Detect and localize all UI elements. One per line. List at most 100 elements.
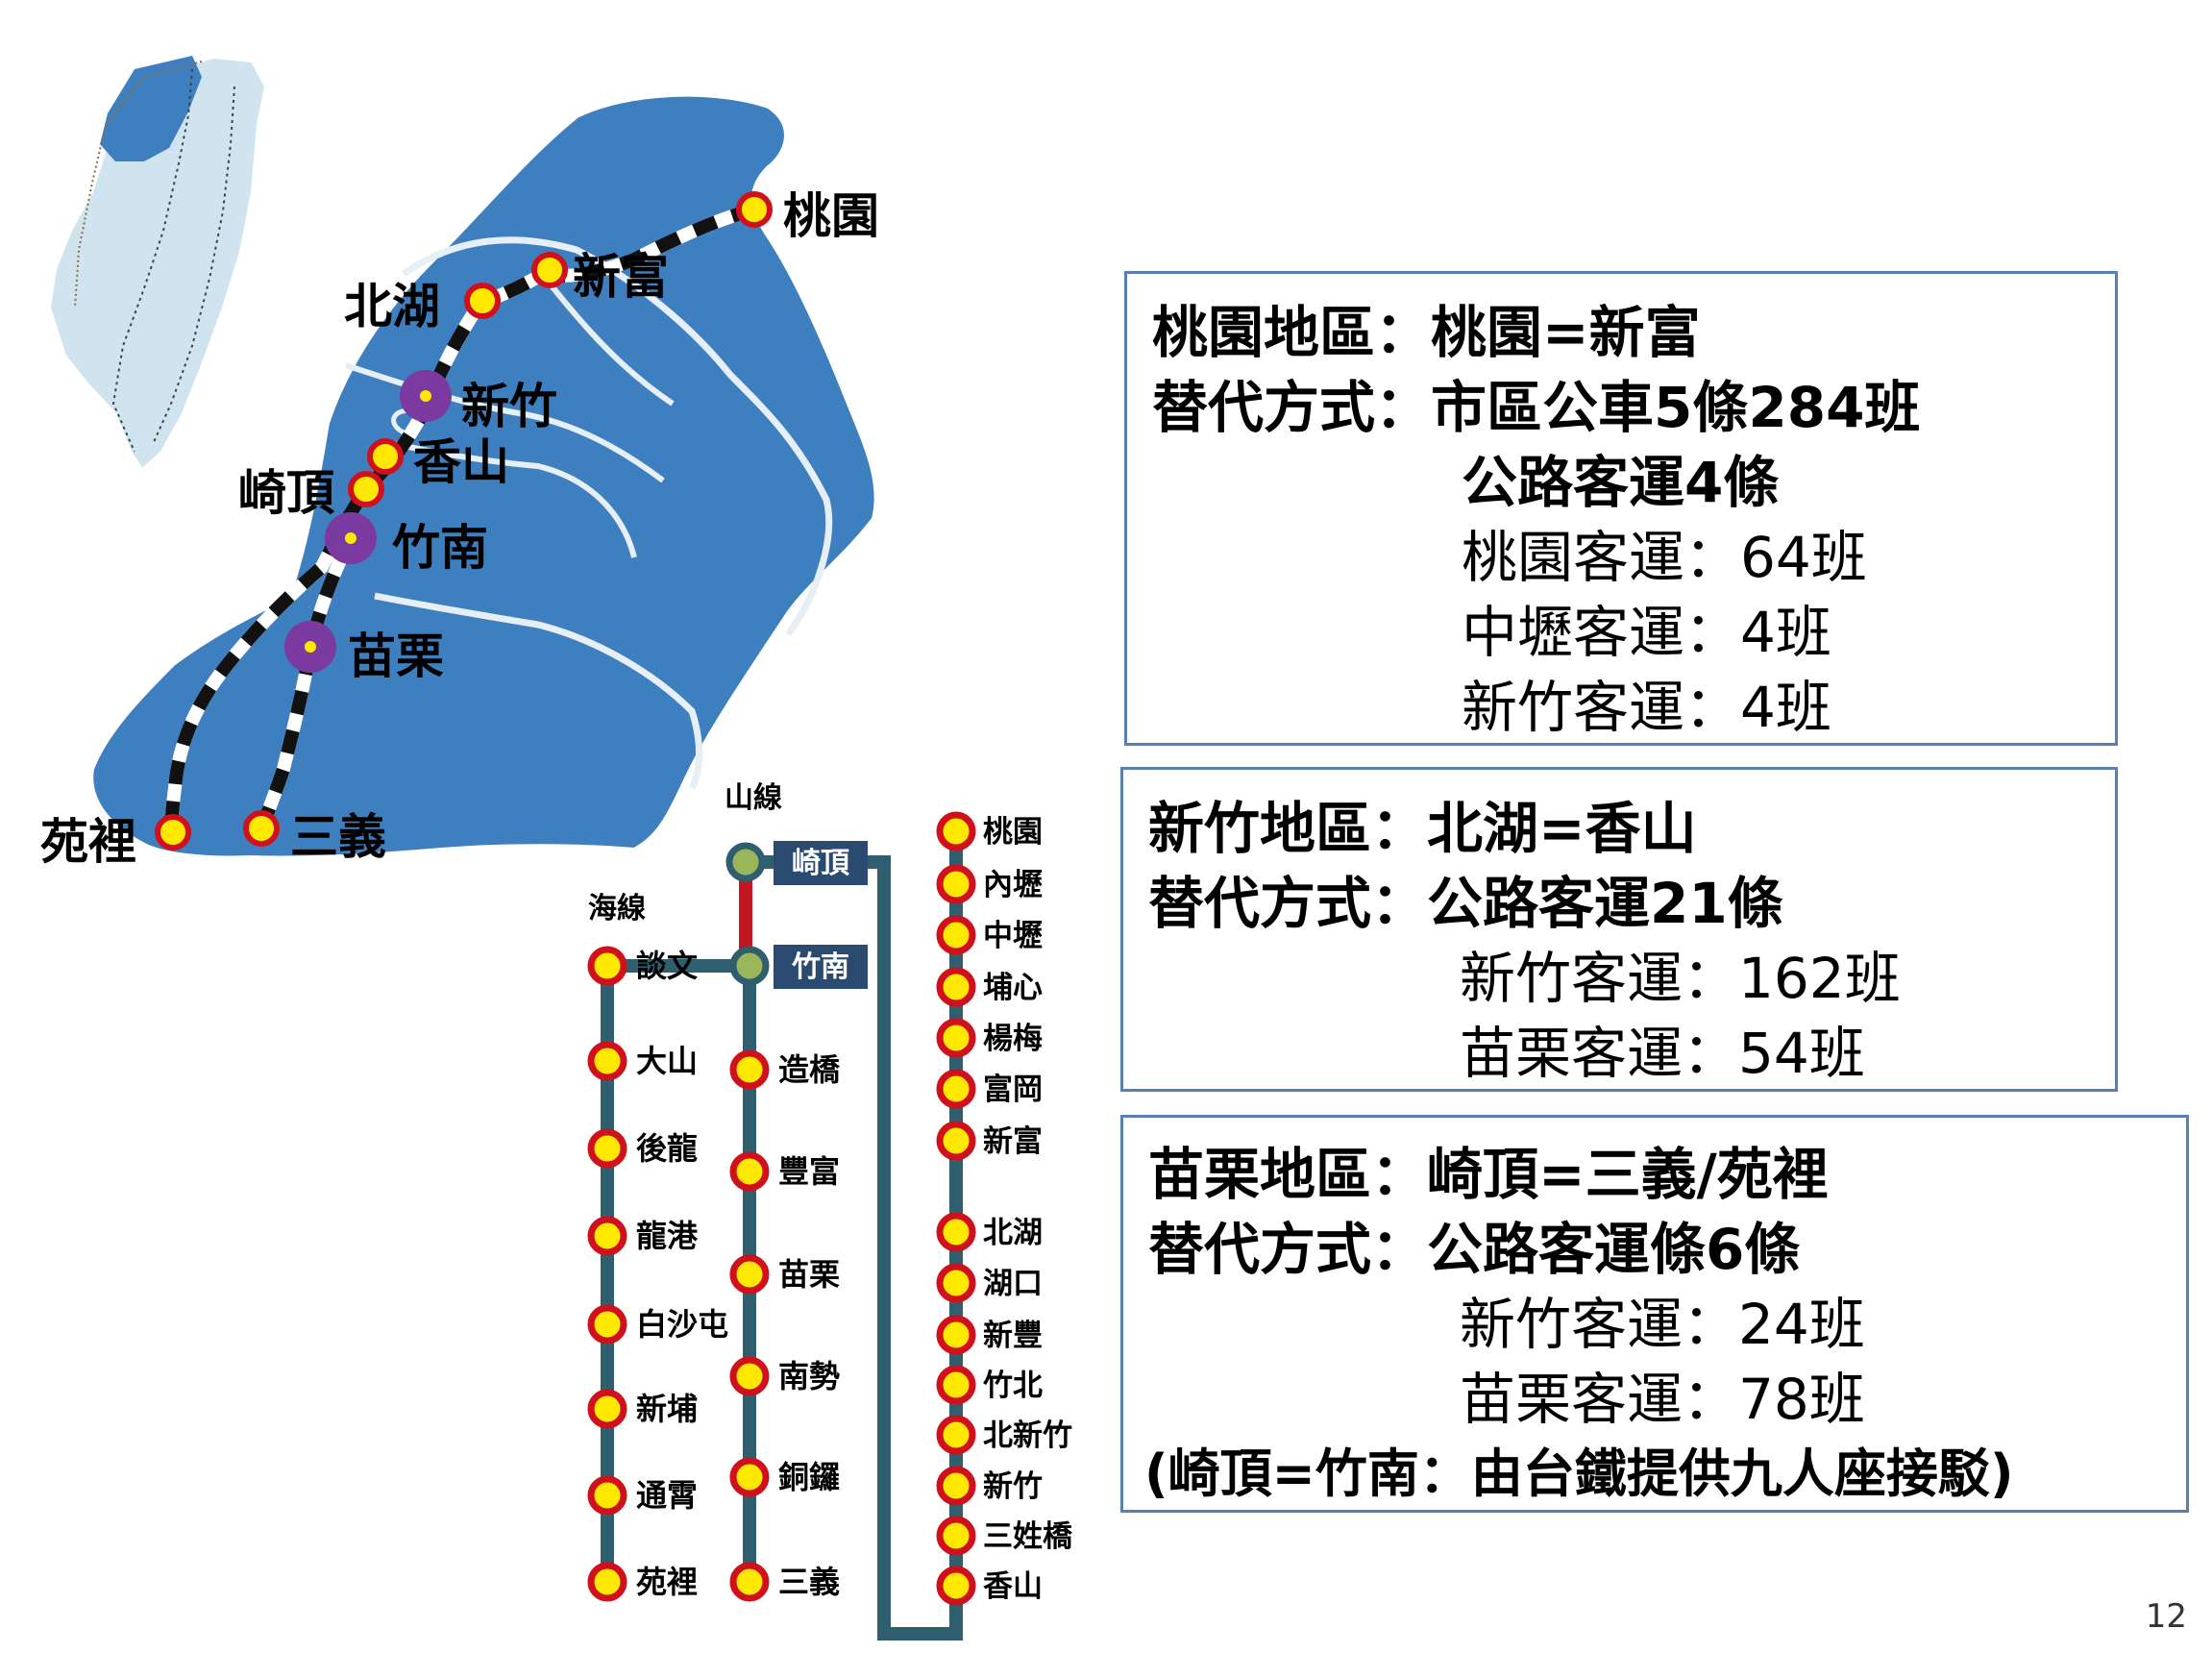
- hsinchu-region-heading: 新竹地區：北湖=香山: [1148, 796, 1697, 861]
- main_line-station-dot: [936, 1315, 976, 1355]
- taoyuan-method: 替代方式：市區公車5條284班: [1152, 375, 1921, 440]
- mountain_line-station[interactable]: 造橋: [729, 1049, 841, 1090]
- main_line-station[interactable]: 埔心: [936, 967, 1043, 1007]
- miaoli-bus-miaoli: 苗栗客運：78班: [1460, 1367, 1865, 1432]
- junction-qiding[interactable]: 崎頂: [725, 841, 868, 885]
- sea_line-station[interactable]: 後龍: [587, 1128, 698, 1169]
- slide-number: 12: [2145, 1597, 2187, 1636]
- sea_line-station-label: 後龍: [636, 1130, 698, 1167]
- mountain_line-station[interactable]: 南勢: [729, 1356, 840, 1396]
- main_line-station[interactable]: 香山: [936, 1566, 1043, 1606]
- map-label-xiangshan: 香山: [413, 434, 509, 490]
- junction-qiding-label: 崎頂: [792, 847, 850, 880]
- main_line-station[interactable]: 竹北: [936, 1365, 1043, 1405]
- main_line-station-label: 湖口: [983, 1267, 1043, 1301]
- taoyuan-bus-taoyuan: 桃園客運：64班: [1462, 525, 1867, 590]
- main_line-station-dot: [936, 864, 976, 904]
- mountain_line-station-label: 銅鑼: [778, 1459, 840, 1495]
- main_line-station-dot: [936, 915, 976, 955]
- main_line-station[interactable]: 湖口: [936, 1263, 1043, 1303]
- main_line-station[interactable]: 新竹: [936, 1466, 1043, 1506]
- sea_line-station-label: 白沙屯: [636, 1306, 728, 1343]
- sea_line-station-label: 談文: [636, 948, 698, 984]
- map-label-miaoli: 苗栗: [348, 629, 444, 684]
- main_line-station[interactable]: 桃園: [936, 811, 1043, 851]
- main_line-station-label: 北湖: [983, 1216, 1043, 1250]
- map-label-beihu: 北湖: [344, 279, 440, 334]
- map-label-taoyuan: 桃園: [783, 188, 879, 244]
- taoyuan-region-heading: 桃園地區：桃園=新富: [1152, 300, 1701, 365]
- main_line-station-label: 北新竹: [983, 1419, 1072, 1453]
- map-label-yuanli: 苑裡: [40, 814, 136, 870]
- map-station-miaoli[interactable]: 苗栗: [284, 621, 444, 684]
- main_line-station-label: 埔心: [983, 971, 1043, 1005]
- map-stations: 桃園 新富 北湖 新竹 香山 崎頂 竹南: [40, 188, 879, 870]
- mountain_line-station[interactable]: 銅鑼: [729, 1457, 840, 1497]
- map-label-hsinchu: 新竹: [461, 379, 557, 434]
- main_line-station[interactable]: 富岡: [936, 1069, 1043, 1109]
- map-station-zhunan[interactable]: 竹南: [325, 512, 488, 576]
- map-station-yuanli[interactable]: 苑裡: [40, 814, 191, 870]
- sea-line-label: 海線: [588, 892, 646, 925]
- miaoli-region-heading: 苗栗地區：崎頂=三義/苑裡: [1148, 1142, 1829, 1207]
- main_line-station[interactable]: 內壢: [936, 864, 1043, 904]
- mountain_line-station[interactable]: 苗栗: [729, 1254, 840, 1295]
- mountain_line-station[interactable]: 三義: [729, 1562, 840, 1602]
- hsinchu-method: 替代方式：公路客運21條: [1148, 871, 1783, 936]
- sea_line-station[interactable]: 通霄: [587, 1475, 698, 1516]
- sea_line-station[interactable]: 新埔: [587, 1389, 698, 1429]
- map-station-xinfu[interactable]: 新富: [531, 249, 669, 305]
- main_line-station[interactable]: 中壢: [936, 915, 1043, 955]
- sea_line-station[interactable]: 苑裡: [587, 1562, 698, 1602]
- miaoli-bus-hsinchu: 新竹客運：24班: [1460, 1292, 1865, 1357]
- mountain_line-station[interactable]: 豐富: [729, 1151, 840, 1192]
- mountain_line-station-dot: [729, 1562, 770, 1602]
- sea_line-station-label: 龍港: [636, 1218, 699, 1254]
- main_line-station-label: 香山: [983, 1569, 1043, 1604]
- map-station-hsinchu[interactable]: 新竹: [400, 370, 557, 434]
- sea_line-station[interactable]: 大山: [587, 1041, 698, 1081]
- map-station-xiangshan[interactable]: 香山: [367, 434, 509, 490]
- mountain_line-station-dot: [729, 1254, 770, 1295]
- main_line-station[interactable]: 三姓橋: [936, 1516, 1073, 1556]
- main_line-station-dot: [936, 967, 976, 1007]
- junction-zhunan[interactable]: 竹南: [729, 945, 868, 989]
- map-station-qiding[interactable]: 崎頂: [238, 465, 384, 521]
- sea_line-station[interactable]: 龍港: [587, 1216, 699, 1256]
- main_line-station[interactable]: 北新竹: [936, 1415, 1072, 1455]
- sea_line-station-dot: [587, 1389, 627, 1429]
- mountain_line-station-label: 南勢: [778, 1358, 840, 1394]
- junction-zhunan-label: 竹南: [792, 950, 849, 984]
- mountain_line-station-dot: [729, 1151, 770, 1192]
- sea_line-station-dot: [587, 1041, 627, 1081]
- info-box-hsinchu: 新竹地區：北湖=香山 替代方式：公路客運21條 新竹客運：162班 苗栗客運：5…: [1120, 767, 2118, 1092]
- main_line-station-label: 富岡: [983, 1073, 1043, 1107]
- main_line-station[interactable]: 楊梅: [936, 1018, 1043, 1058]
- main_line-station-dot: [936, 1415, 976, 1455]
- main_line-station[interactable]: 新富: [936, 1121, 1043, 1161]
- map-station-taoyuan[interactable]: 桃園: [736, 188, 879, 244]
- main_line-station-dot: [936, 811, 976, 851]
- main_line-station-dot: [936, 1566, 976, 1606]
- info-box-taoyuan: 桃園地區：桃園=新富 替代方式：市區公車5條284班 公路客運4條 桃園客運：6…: [1124, 271, 2118, 746]
- main_line-station-label: 新竹: [983, 1469, 1043, 1504]
- sea_line-station[interactable]: 談文: [587, 946, 698, 986]
- main_line-station-label: 新豐: [983, 1319, 1043, 1353]
- taiwan-inset-map: [48, 56, 267, 471]
- sea_line-station[interactable]: 白沙屯: [587, 1304, 728, 1345]
- main_line-station[interactable]: 北湖: [936, 1212, 1043, 1252]
- mountain_line-station-label: 豐富: [778, 1153, 840, 1190]
- taoyuan-bus-hsinchu: 新竹客運：4班: [1462, 675, 1831, 740]
- main_line-station[interactable]: 新豐: [936, 1315, 1043, 1355]
- mountain_line-station-label: 苗栗: [778, 1256, 840, 1293]
- map-label-xinfu: 新富: [573, 249, 669, 305]
- main_line-station-label: 新富: [983, 1124, 1043, 1159]
- map-station-beihu[interactable]: 北湖: [344, 279, 501, 334]
- mountain_line-station-dot: [729, 1457, 770, 1497]
- main_line-station-dot: [936, 1466, 976, 1506]
- map-station-sanyi[interactable]: 三義: [243, 809, 386, 865]
- mountain_line-station-dot: [729, 1356, 770, 1396]
